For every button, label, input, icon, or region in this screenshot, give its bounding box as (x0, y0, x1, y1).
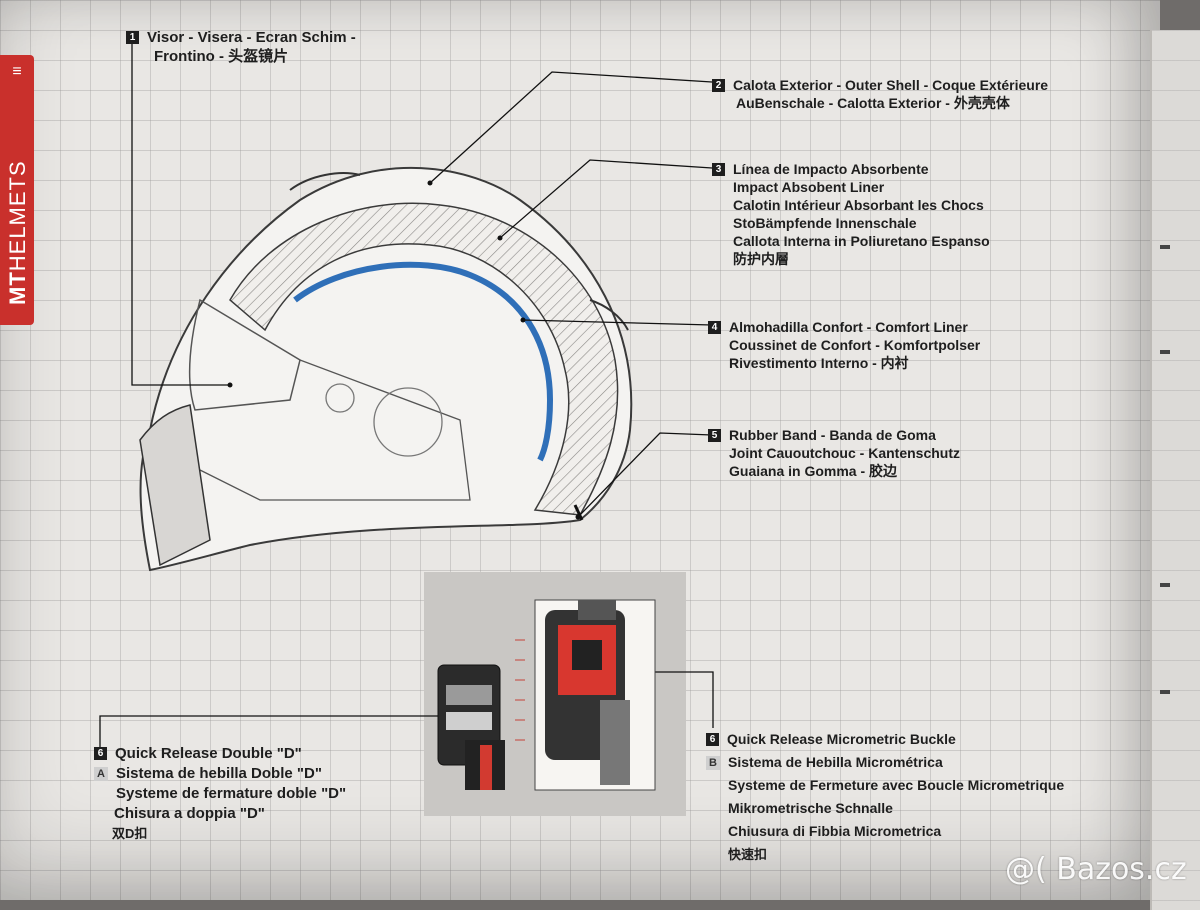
binding-mark (1160, 245, 1170, 249)
brand-logo-icon: ≡ (12, 63, 22, 80)
binding-mark (1160, 583, 1170, 587)
brand-tab: ≡ MTHELMETS (0, 55, 34, 325)
facing-page-edge (1150, 30, 1200, 910)
micrometric-buckle-illustration (515, 599, 656, 791)
binding-mark (1160, 690, 1170, 694)
double-d-buckle-illustration (437, 664, 505, 790)
comfort-liner (293, 261, 554, 462)
binding-mark (1160, 350, 1170, 354)
watermark: @( Bazos.cz (1005, 852, 1187, 887)
